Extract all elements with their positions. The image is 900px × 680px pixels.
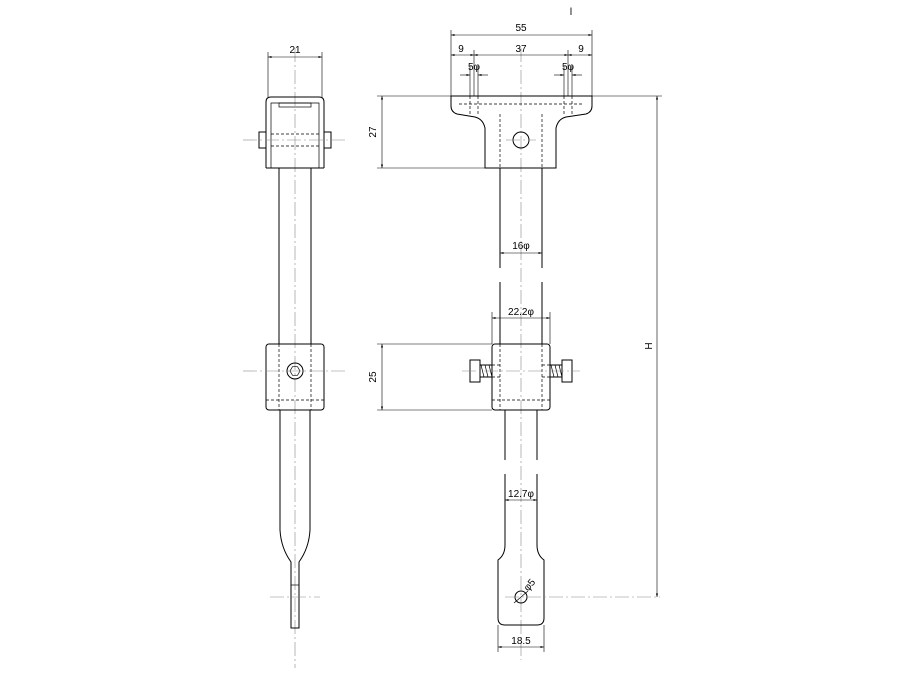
front-view: 55 9 37 9 5φ 5φ — [368, 23, 662, 660]
side-lower-rod — [270, 410, 320, 629]
side-clamp-block — [243, 343, 348, 411]
front-clamp-block: 22.2φ — [462, 307, 580, 411]
side-upper-rod — [278, 168, 312, 344]
side-width-label: 21 — [289, 45, 301, 56]
clamp-height-dimension: 25 — [368, 343, 492, 411]
side-bracket — [243, 96, 348, 169]
edge-left-label: 9 — [458, 44, 464, 55]
bracket-height-label: 27 — [368, 126, 379, 138]
clamp-dia-label: 22.2φ — [508, 307, 534, 318]
front-foot: φ5 18.5 — [497, 544, 660, 652]
overall-height-label: H — [644, 342, 655, 349]
hole-left-label: 5φ — [468, 62, 481, 73]
side-view: 21 — [243, 45, 348, 668]
front-lower-rod: 12.7φ — [504, 410, 538, 545]
corner-mark: l — [570, 7, 572, 18]
bracket-height-dimension: 27 — [368, 95, 485, 169]
rod-lower-dia-label: 12.7φ — [508, 489, 534, 500]
hole-right-label: 5φ — [562, 62, 575, 73]
front-top-dimensions: 55 9 37 9 5φ 5φ — [450, 23, 593, 96]
edge-right-label: 9 — [578, 44, 584, 55]
clamp-height-label: 25 — [368, 371, 379, 383]
overall-height-dimension: H — [592, 95, 662, 597]
hole-spacing-label: 37 — [515, 44, 527, 55]
overall-width-label: 55 — [515, 23, 527, 34]
foot-width-label: 18.5 — [511, 636, 531, 647]
side-width-dimension: 21 — [267, 45, 323, 97]
foot-hole-label: φ5 — [522, 577, 538, 594]
front-upper-rod: 16φ — [499, 168, 543, 344]
front-t-bracket — [450, 95, 593, 169]
rod-upper-dia-label: 16φ — [512, 241, 530, 252]
